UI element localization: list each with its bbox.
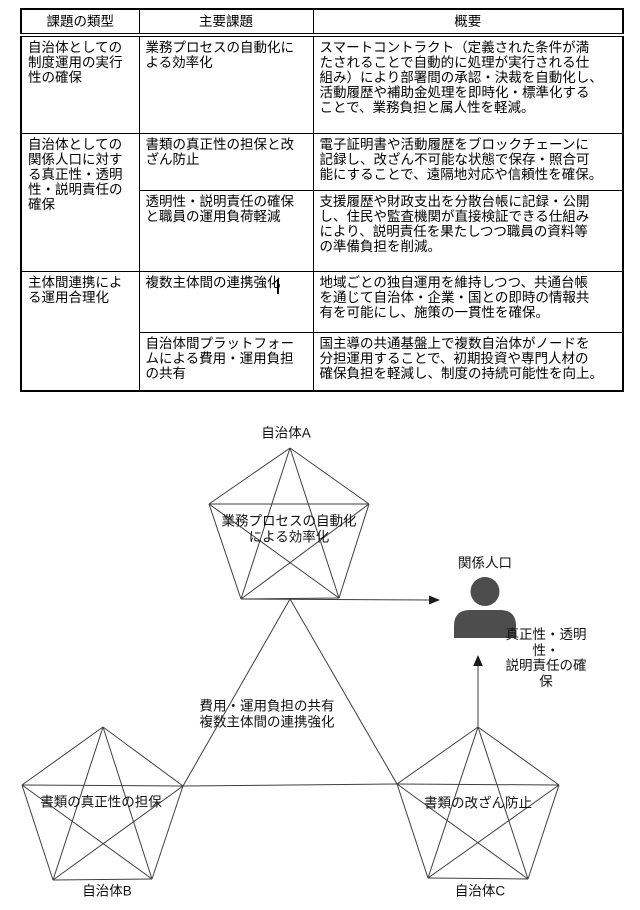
table-row: 主体間連携によ る運用合理化 複数主体間の連携強化 地域ごとの独自運用を維持しつ…: [20, 270, 624, 392]
related-population-label: 関係人口: [458, 555, 512, 571]
header-main-issue: 主要課題: [138, 8, 314, 37]
link-a-to-c: [289, 598, 398, 785]
cell-summary: 支援履歴や財政支出を分散台帳に記録・公開 し、住民や監査機関が直接検証できる仕組…: [312, 189, 624, 272]
table-header-row: 課題の類型 主要課題 概要: [20, 8, 624, 37]
center-cooperation-label: 費用・運用負担の共有 複数主体間の連携強化: [199, 698, 335, 730]
municipality-c-label: 自治体C: [454, 883, 506, 899]
link-b-to-c: [182, 783, 398, 787]
municipality-b-label: 自治体B: [82, 883, 132, 899]
arrow-right-head: [429, 595, 440, 605]
cell-issue: 自治体間プラットフォー ムによる費用・運用負担 の共有: [138, 331, 314, 392]
cell-summary: スマートコントラクト（定義された条件が満 たされることで自動的に処理が実行される…: [312, 34, 624, 134]
issues-table: 課題の類型 主要課題 概要 自治体としての 制度運用の実行 性の確保 業務プロセ…: [20, 8, 624, 392]
cell-issue: 透明性・説明責任の確保 と職員の運用負荷軽減: [138, 189, 314, 272]
cell-issue: 複数主体間の連携強化: [138, 270, 314, 333]
header-summary: 概要: [312, 8, 624, 37]
cell-issue: 業務プロセスの自動化に よる効率化: [138, 34, 314, 134]
arrow-up-head: [473, 655, 483, 666]
municipality-a-label: 自治体A: [261, 425, 311, 441]
pentagon-c-inner-label: 書類の改ざん防止: [424, 795, 532, 811]
cell-issue: 書類の真正性の担保と改 ざん防止: [138, 132, 314, 191]
link-a-to-b: [182, 598, 291, 787]
cell-category: 自治体としての 制度運用の実行 性の確保: [20, 34, 140, 134]
header-issue-type: 課題の類型: [20, 8, 140, 37]
cell-category: 主体間連携によ る運用合理化: [20, 270, 140, 392]
pentagon-b-inner-label: 書類の真正性の担保: [40, 794, 162, 810]
pentagon-a-inner-label: 業務プロセスの自動化 による効率化: [221, 513, 357, 545]
pentagon-b-network: [21, 726, 184, 881]
cell-summary: 国主導の共通基盤上で複数自治体がノードを 分担運用することで、初期投資や専門人材…: [312, 331, 624, 392]
table-row: 自治体としての 制度運用の実行 性の確保 業務プロセスの自動化に よる効率化 ス…: [20, 34, 624, 134]
cell-category: 自治体としての 関係人口に対す る真正性・透明 性・説明責任の 確保: [20, 132, 140, 272]
cell-summary: 地域ごとの独自運用を維持しつつ、共通台帳 を通じて自治体・企業・国との即時の情報…: [312, 270, 624, 333]
arrow-to-population-line: [240, 598, 432, 601]
person-icon: [454, 577, 516, 638]
table-row: 自治体間プラットフォー ムによる費用・運用負担 の共有 国主導の共通基盤上で複数…: [21, 331, 624, 392]
table-row: 透明性・説明責任の確保 と職員の運用負荷軽減 支援履歴や財政支出を分散台帳に記録…: [21, 189, 624, 272]
text-caret: [277, 279, 279, 294]
pentagon-c-network: [396, 726, 560, 880]
benefit-label: 真正性・透明性・ 説明責任の確保: [505, 627, 587, 689]
